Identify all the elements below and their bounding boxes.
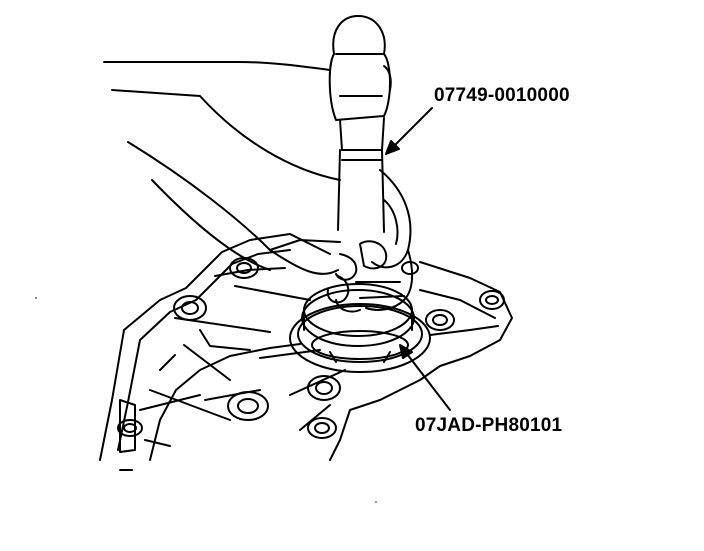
arrowhead-installer xyxy=(400,345,412,358)
driver-head xyxy=(330,16,390,120)
callout-handle-driver-part-number: 07749-0010000 xyxy=(434,85,570,106)
installer-attachment xyxy=(290,284,430,372)
leader-handle-driver xyxy=(390,108,432,150)
handle-driver xyxy=(330,16,391,232)
leader-lines xyxy=(386,108,450,410)
transmission-housing xyxy=(100,234,512,470)
arrowhead-handle-driver xyxy=(386,141,399,154)
callout-installer-part-number: 07JAD-PH80101 xyxy=(415,415,563,436)
housing-outline xyxy=(100,234,512,460)
leader-installer xyxy=(404,350,450,410)
technician-hands xyxy=(104,62,412,312)
